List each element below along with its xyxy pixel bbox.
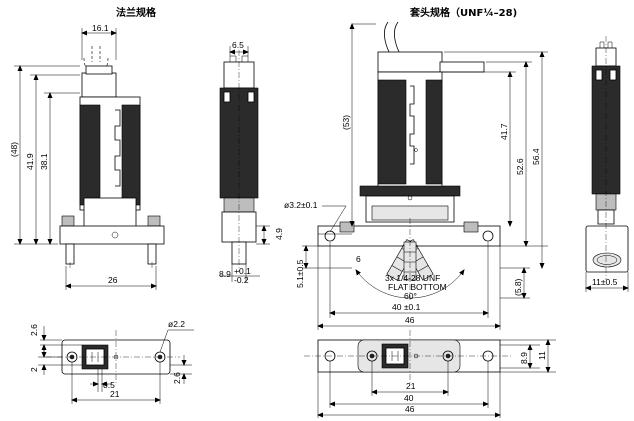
dim-11-tol: 11±0.5 [592,277,618,287]
dim-8-9: 8.9 [219,269,231,279]
dim-26: 26 [108,275,118,285]
dim-5-8: (5.8) [513,278,523,296]
dim-41-9: 41.9 [25,153,35,170]
flange-top-view: 2.6 ø2.2 2 0.5 2.6 21 [29,319,194,404]
dim-8-9-tol-minus: -0.2 [234,275,249,285]
dim-8-9-tol-plus: +0.1 [234,266,251,276]
dim-52-6: 52.6 [515,158,525,175]
dim-phi-2-2: ø2.2 [168,319,185,329]
dim-0-5: 0.5 [103,380,115,390]
dim-46-b: 46 [405,404,415,414]
dim-2-6-a: 2.6 [29,324,39,336]
title-flange-spec: 法兰规格 [116,8,156,19]
dim-21-a: 21 [110,389,120,399]
thread-angle: 60° [404,291,417,301]
dim-46-a: 46 [405,315,415,325]
dim-16-1: 16.1 [92,23,109,33]
dim-4-9: 4.9 [274,228,284,240]
socket-top-view: 21 40 46 8.9 11 [304,330,556,418]
dim-53: (53) [341,115,351,130]
dim-40-tol: 40 ±0.1 [392,302,421,312]
flange-side-view: 6.5 4.9 8.9 +0.1 -0.2 [219,40,284,285]
socket-front-view: (53) 41.7 52.6 56.4 ø3.2±0.1 5.1±0.5 6 (… [284,21,548,330]
dim-8-9-b: 8.9 [519,352,529,364]
socket-side-view: 11±0.5 [585,36,629,292]
dim-41-7: 41.7 [499,123,509,140]
dim-2-6-b: 2.6 [172,372,182,384]
dim-56-4: 56.4 [531,148,541,165]
dim-11: 11 [537,351,547,360]
thread-spec-line-2: FLAT BOTTOM [388,282,447,292]
dim-48: (48) [9,142,19,157]
dim-5-1: 5.1±0.5 [295,259,305,288]
dim-6: 6 [356,254,361,264]
thread-spec-line-1: 3x 1/4-28 UNF [385,273,440,283]
dim-38-1: 38.1 [39,153,49,170]
dim-40: 40 [404,393,414,403]
dim-phi-3-2: ø3.2±0.1 [284,200,318,210]
dim-21-b: 21 [406,381,416,391]
dim-2: 2 [29,367,39,372]
flange-front-view: 16.1 (48) 41.9 38.1 26 [9,23,165,290]
title-socket-spec: 套头规格（UNF¼–28) [410,8,518,19]
dim-6-5: 6.5 [232,40,244,50]
